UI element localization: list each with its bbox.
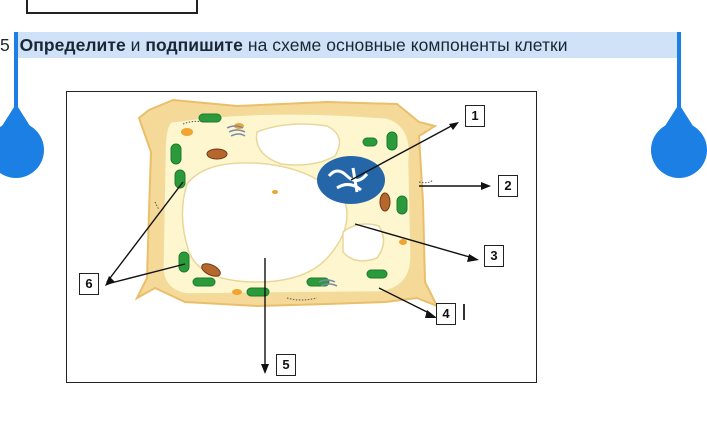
task-line[interactable]: 5 .Определите и подпишите на схеме основ…: [0, 32, 707, 58]
arrow-4: [378, 287, 432, 315]
selection-handle-left-tip[interactable]: [2, 104, 30, 126]
arrow-heads: [105, 122, 491, 374]
label-box-6: 6: [79, 273, 99, 295]
arrow-6a: [106, 181, 184, 283]
right-vacuole: [342, 223, 385, 262]
answer-box-top: [26, 0, 198, 14]
arrow-6b: [106, 263, 186, 285]
label-box-1: 1: [465, 105, 485, 127]
label-box-2: 2: [498, 175, 518, 197]
arrow-1: [350, 123, 456, 181]
selection-handle-left-bar[interactable]: [14, 32, 18, 124]
label-arrows: [106, 123, 485, 368]
label-box-4: 4: [436, 303, 456, 325]
arrow-3: [354, 223, 474, 259]
task-rest: на схеме основные компоненты клетки: [242, 35, 568, 55]
task-word-define: Определите: [19, 35, 126, 55]
plant-cell-diagram: [105, 98, 491, 374]
plastids: [181, 123, 407, 295]
selection-handle-right-bar[interactable]: [677, 32, 681, 124]
task-word-and: и: [125, 35, 146, 55]
central-vacuole: [181, 162, 348, 283]
text-cursor: [463, 304, 465, 320]
label-box-3: 3: [484, 245, 504, 267]
label-box-5: 5: [276, 354, 296, 376]
golgi-apparatus: [226, 125, 338, 287]
selection-handle-right[interactable]: [651, 122, 707, 178]
mitochondria: [201, 148, 391, 277]
upper-vacuole: [255, 123, 341, 166]
task-text: 5 .Определите и подпишите на схеме основ…: [0, 35, 568, 56]
task-word-label: подпишите: [145, 35, 243, 55]
text-selection-highlight: [16, 32, 679, 58]
endoplasmic-reticulum: [154, 120, 434, 301]
plant-cell-figure: [66, 91, 537, 383]
selection-handle-right-tip[interactable]: [665, 104, 693, 126]
selection-handle-left[interactable]: [0, 122, 44, 178]
